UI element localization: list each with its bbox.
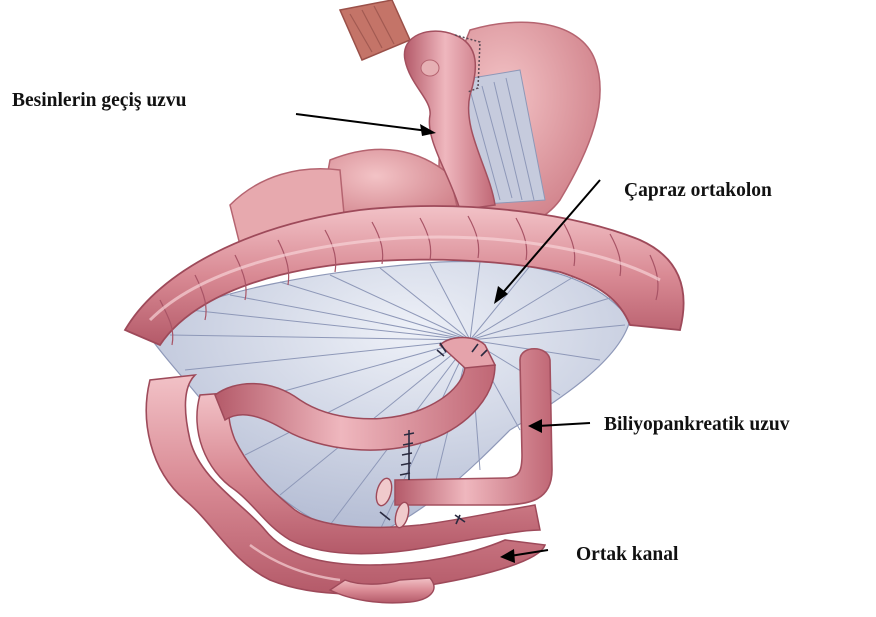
arrow-alimentary-limb — [296, 114, 436, 136]
esophagus — [340, 0, 410, 60]
label-alimentary-limb: Besinlerin geçiş uzvu — [12, 91, 186, 111]
label-biliopancreatic-limb: Biliyopankreatik uzuv — [604, 415, 789, 435]
label-transverse-mesocolon: Çapraz ortakolon — [624, 181, 772, 201]
label-common-channel: Ortak kanal — [576, 545, 678, 565]
